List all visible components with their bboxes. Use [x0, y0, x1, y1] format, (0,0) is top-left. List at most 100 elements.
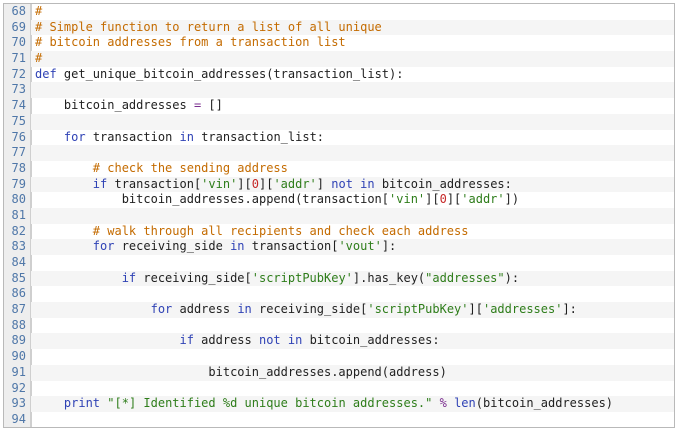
code-line[interactable]: 75	[4, 113, 674, 130]
code-token: 0	[439, 192, 447, 207]
code-token: 'scriptPubKey'	[251, 270, 353, 285]
code-token: #	[35, 51, 43, 66]
code-line[interactable]: 73	[4, 82, 674, 99]
line-number: 85	[4, 270, 31, 287]
code-text: #	[35, 51, 42, 67]
line-number: 77	[4, 145, 31, 161]
code-token: 0	[251, 176, 259, 191]
code-token: 'addr'	[461, 192, 505, 207]
code-token: "addresses"	[425, 270, 505, 285]
code-line[interactable]: 84	[4, 255, 674, 271]
code-token: get_unique_bitcoin_addresses(transaction…	[56, 66, 404, 81]
line-number: 84	[4, 255, 31, 271]
code-line[interactable]: 94	[4, 411, 674, 427]
code-token: =	[193, 98, 202, 113]
code-token: "[*] Identified %d unique bitcoin addres…	[107, 396, 433, 411]
code-text: for transaction in transaction_list:	[35, 130, 324, 146]
code-token: for	[92, 239, 115, 254]
line-number: 68	[4, 4, 31, 20]
code-token	[35, 396, 64, 410]
code-token: ]	[316, 176, 332, 191]
code-token: ][	[425, 192, 440, 207]
code-token: for	[63, 129, 86, 144]
code-token: def	[35, 66, 57, 81]
code-line[interactable]: 92	[4, 380, 674, 397]
code-text: if receiving_side['scriptPubKey'].has_ke…	[35, 271, 519, 287]
code-token: []	[201, 98, 223, 113]
code-line[interactable]: 90	[4, 349, 674, 365]
code-token	[35, 177, 93, 191]
code-line[interactable]: 69# Simple function to return a list of …	[4, 19, 674, 36]
code-line[interactable]: 86	[4, 286, 674, 303]
line-number: 74	[4, 98, 31, 114]
code-line[interactable]: 91 bitcoin_addresses.append(address)	[4, 364, 674, 381]
code-text: if address not in bitcoin_addresses:	[35, 333, 440, 349]
code-line[interactable]: 85 if receiving_side['scriptPubKey'].has…	[4, 270, 674, 287]
code-line[interactable]: 80 bitcoin_addresses.append(transaction[…	[4, 192, 674, 208]
code-line[interactable]: 82 # walk through all recipients and che…	[4, 223, 674, 240]
code-line[interactable]: 88	[4, 317, 674, 334]
code-text: # bitcoin addresses from a transaction l…	[35, 35, 346, 51]
code-line[interactable]: 70# bitcoin addresses from a transaction…	[4, 35, 674, 52]
code-line[interactable]: 79 if transaction['vin'][0]['addr'] not …	[4, 176, 674, 193]
line-number: 79	[4, 176, 31, 193]
line-number: 86	[4, 286, 31, 303]
line-number: 87	[4, 302, 31, 318]
code-token: ):	[504, 270, 520, 285]
code-text: for receiving_side in transaction['vout'…	[35, 239, 396, 255]
line-number: 71	[4, 51, 31, 67]
code-token: for	[150, 302, 173, 317]
code-text: if transaction['vin'][0]['addr'] not in …	[35, 177, 512, 193]
code-line[interactable]: 74 bitcoin_addresses = []	[4, 98, 674, 114]
code-token: 'vin'	[201, 176, 238, 191]
code-token: 'vin'	[389, 192, 426, 207]
code-line[interactable]: 87 for address in receiving_side['script…	[4, 302, 674, 318]
code-token: ][	[468, 302, 483, 317]
line-number: 89	[4, 333, 31, 350]
code-token: 'addr'	[273, 176, 317, 191]
code-token: len	[454, 396, 476, 411]
code-token: bitcoin_addresses.append(address)	[35, 364, 447, 379]
code-line[interactable]: 72 def get_unique_bitcoin_addresses(trans…	[4, 66, 674, 83]
line-number: 70	[4, 35, 31, 52]
code-token: bitcoin_addresses.append(transaction[	[35, 192, 390, 207]
line-number: 83	[4, 239, 31, 256]
line-number: 78	[4, 160, 31, 177]
code-token	[35, 130, 64, 144]
code-token: 'scriptPubKey'	[367, 302, 469, 317]
code-editor[interactable]: 68#69# Simple function to return a list …	[3, 3, 675, 428]
line-number: 92	[4, 380, 31, 397]
code-area[interactable]: 68#69# Simple function to return a list …	[4, 4, 674, 427]
code-line[interactable]: 89 if address not in bitcoin_addresses:	[4, 333, 674, 350]
code-token: if	[121, 270, 137, 285]
code-token: %	[439, 396, 447, 411]
code-token: ][	[237, 176, 252, 191]
code-line[interactable]: 83 for receiving_side in transaction['vo…	[4, 239, 674, 256]
line-number: 72	[4, 66, 31, 83]
code-line[interactable]: 93 print "[*] Identified %d unique bitco…	[4, 396, 674, 412]
code-line[interactable]: 81	[4, 207, 674, 224]
code-line[interactable]: 78 # check the sending address	[4, 160, 674, 177]
code-text: bitcoin_addresses.append(transaction['vi…	[35, 192, 519, 208]
code-token: ])	[504, 192, 520, 207]
code-line[interactable]: 68#	[4, 4, 674, 20]
line-number: 76	[4, 129, 31, 146]
code-line[interactable]: 77	[4, 145, 674, 161]
line-number: 82	[4, 223, 31, 240]
code-token: # walk through all recipients and check …	[35, 223, 469, 238]
code-token: in	[237, 302, 252, 317]
line-number: 94	[4, 411, 31, 427]
code-token: in	[179, 129, 194, 144]
line-number: 91	[4, 364, 31, 381]
code-token	[35, 271, 122, 285]
code-text: # Simple function to return a list of al…	[35, 20, 382, 36]
code-token: receiving_side[	[136, 270, 252, 285]
code-token: bitcoin_addresses:	[374, 176, 512, 191]
code-token: if	[179, 333, 194, 348]
code-token: not in	[258, 333, 303, 348]
code-token: ][	[258, 176, 274, 191]
code-line[interactable]: 71#	[4, 51, 674, 67]
line-number: 93	[4, 396, 31, 412]
code-text: #	[35, 4, 42, 20]
code-line[interactable]: 76 for transaction in transaction_list:	[4, 129, 674, 146]
